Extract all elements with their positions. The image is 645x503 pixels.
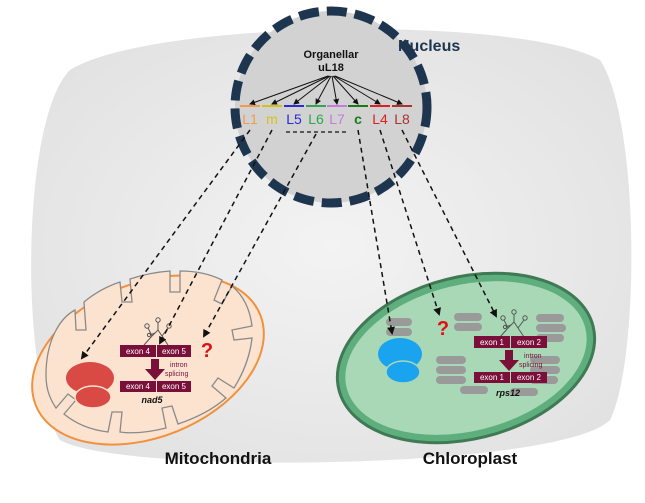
mito-exon-a-box xyxy=(120,345,156,357)
uL18-label-line1: Organellar xyxy=(303,49,359,61)
paralog-bar-L5 xyxy=(284,105,304,107)
chloro-exon-b-spliced: exon 2 xyxy=(517,373,542,382)
paralog-list: L1 m L5 L6 L7 c L4 L8 xyxy=(240,105,412,127)
mito-exon-b-box xyxy=(157,345,191,357)
arrow-L1-to-mito-ribosome xyxy=(80,129,251,360)
paralog-bar-m xyxy=(262,105,282,107)
uL18-label-line2: uL18 xyxy=(318,62,344,74)
chloro-process-line2: splicing xyxy=(519,362,542,369)
chloro-ribosome xyxy=(378,338,422,384)
paralog-bar-c xyxy=(348,105,368,107)
chloro-intron-structure-icon xyxy=(499,309,528,338)
mito-exon-b: exon 5 xyxy=(162,347,187,356)
chloroplast-title: Chloroplast xyxy=(423,449,518,468)
nucleus: Nucleus Organellar uL18 L1 m L5 xyxy=(230,6,460,208)
paralog-bar-L7 xyxy=(327,105,347,107)
mito-process-line2: splicing xyxy=(165,371,188,378)
thylakoid-stacks xyxy=(386,313,566,396)
paralog-bar-L6 xyxy=(306,105,326,107)
chloro-exon-a: exon 1 xyxy=(480,338,505,347)
arrow-L5L7-to-mito-unknown xyxy=(203,133,317,338)
paralog-L6: L6 xyxy=(308,111,324,127)
mito-exon-b-spliced: exon 5 xyxy=(162,382,187,391)
arrow-c-to-chloro-ribosome xyxy=(357,129,395,335)
paralog-L4: L4 xyxy=(372,111,388,127)
mito-exon-b-spliced-box xyxy=(157,381,191,392)
chloro-exon-b: exon 2 xyxy=(517,338,542,347)
paralog-bar-L1 xyxy=(240,105,260,107)
chloroplast: exon 1 exon 2 intron splicing exon 1 exo… xyxy=(335,271,597,445)
mito-exon-a-spliced-box xyxy=(120,381,156,392)
mito-gene-name: nad5 xyxy=(141,395,163,405)
mito-exon-a-spliced: exon 4 xyxy=(126,382,151,391)
mito-exon-a: exon 4 xyxy=(126,347,151,356)
targeting-arrows xyxy=(80,129,497,360)
chloro-exon-a-spliced: exon 1 xyxy=(480,373,505,382)
paralog-L1: L1 xyxy=(242,111,258,127)
mitochondria-title: Mitochondria xyxy=(165,449,272,468)
chloro-process-line1: intron xyxy=(524,353,542,360)
mito-unknown-mark: ? xyxy=(201,340,213,362)
paralog-bar-L4 xyxy=(370,105,390,107)
mito-splicing-arrow-icon xyxy=(145,359,165,380)
chloro-splicing-arrow-icon xyxy=(499,350,519,371)
paralog-bar-L8 xyxy=(392,105,412,107)
chloro-exon-b-box xyxy=(511,336,547,348)
arrow-L8-to-chloro-intron xyxy=(401,129,497,318)
chloro-exon-b-spliced-box xyxy=(511,372,547,383)
arrow-m-to-mito-intron xyxy=(159,129,273,345)
chloro-exon-a-box xyxy=(474,336,510,348)
paralog-L8: L8 xyxy=(394,111,410,127)
paralog-c: c xyxy=(354,111,362,127)
mito-ribosome xyxy=(66,362,114,409)
mito-process-line1: intron xyxy=(170,362,188,369)
paralog-L7: L7 xyxy=(329,111,345,127)
chloro-exon-a-spliced-box xyxy=(474,372,510,383)
chloro-unknown-mark: ? xyxy=(437,318,449,340)
chloro-gene-name: rps12 xyxy=(496,388,520,398)
paralog-fan-arrows xyxy=(249,75,403,106)
paralog-L5: L5 xyxy=(286,111,302,127)
mitochondrion: exon 4 exon 5 intron splicing exon 4 exo… xyxy=(31,270,265,446)
nucleus-title: Nucleus xyxy=(398,38,460,55)
paralog-m: m xyxy=(266,111,278,127)
